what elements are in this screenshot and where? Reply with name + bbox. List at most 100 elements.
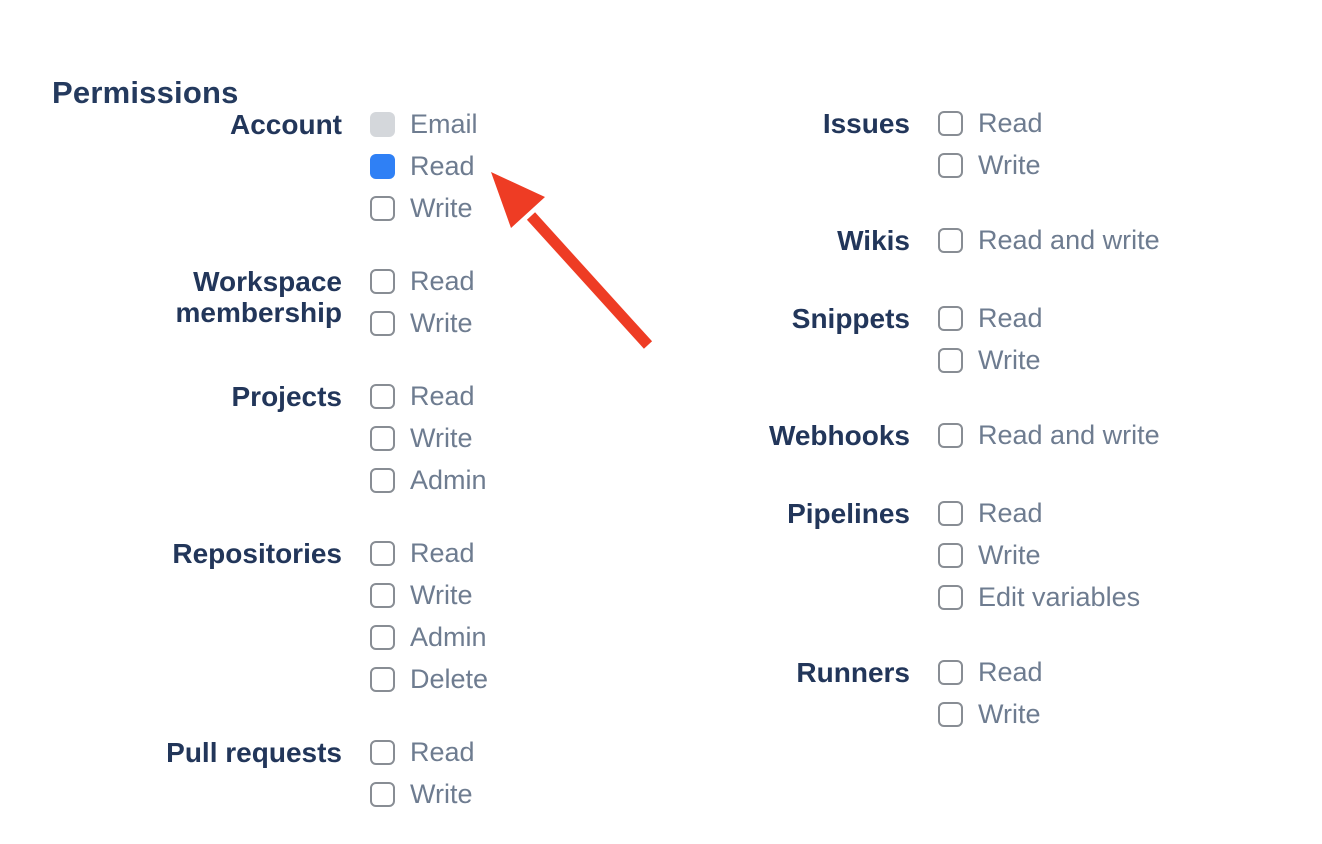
option-label-webhooks-read-and-write[interactable]: Read and write xyxy=(978,420,1160,450)
option-wikis-read-and-write: Read and write xyxy=(938,225,1160,255)
option-workspace-membership-read: Read xyxy=(370,266,475,296)
option-pull-requests-write: Write xyxy=(370,779,475,809)
permission-group-webhooks: Webhooks Read and write xyxy=(620,420,1160,451)
option-runners-write: Write xyxy=(938,699,1043,729)
checkbox-pipelines-read[interactable] xyxy=(938,501,963,526)
checkbox-projects-admin[interactable] xyxy=(370,468,395,493)
option-label-projects-write[interactable]: Write xyxy=(410,423,473,453)
group-label-workspace-membership: Workspace membership xyxy=(175,266,343,328)
option-runners-read: Read xyxy=(938,657,1043,687)
group-label-repositories: Repositories xyxy=(172,538,342,569)
checkbox-workspace-membership-write[interactable] xyxy=(370,311,395,336)
checkbox-pull-requests-read[interactable] xyxy=(370,740,395,765)
option-label-projects-read[interactable]: Read xyxy=(410,381,475,411)
checkbox-snippets-write[interactable] xyxy=(938,348,963,373)
option-webhooks-read-and-write: Read and write xyxy=(938,420,1160,450)
checkbox-pipelines-edit-variables[interactable] xyxy=(938,585,963,610)
option-label-account-read[interactable]: Read xyxy=(410,151,475,181)
checkbox-projects-read[interactable] xyxy=(370,384,395,409)
checkbox-account-write[interactable] xyxy=(370,196,395,221)
option-issues-read: Read xyxy=(938,108,1043,138)
checkmark-icon xyxy=(374,159,391,174)
checkbox-repositories-admin[interactable] xyxy=(370,625,395,650)
group-label-account: Account xyxy=(230,109,342,140)
group-label-snippets: Snippets xyxy=(791,303,910,334)
option-snippets-read: Read xyxy=(938,303,1043,333)
group-options-wikis: Read and write xyxy=(938,225,1160,255)
checkbox-repositories-write[interactable] xyxy=(370,583,395,608)
group-label-runners: Runners xyxy=(796,657,910,688)
option-account-read: Read xyxy=(370,151,478,181)
group-label-issues: Issues xyxy=(822,108,910,139)
option-label-snippets-write[interactable]: Write xyxy=(978,345,1041,375)
checkbox-pull-requests-write[interactable] xyxy=(370,782,395,807)
checkbox-repositories-delete[interactable] xyxy=(370,667,395,692)
option-label-pipelines-read[interactable]: Read xyxy=(978,498,1043,528)
group-label-projects: Projects xyxy=(231,381,343,412)
checkbox-repositories-read[interactable] xyxy=(370,541,395,566)
option-label-pull-requests-write[interactable]: Write xyxy=(410,779,473,809)
checkbox-wikis-read-and-write[interactable] xyxy=(938,228,963,253)
option-projects-admin: Admin xyxy=(370,465,487,495)
option-label-runners-read[interactable]: Read xyxy=(978,657,1043,687)
option-label-pull-requests-read[interactable]: Read xyxy=(410,737,475,767)
checkbox-issues-read[interactable] xyxy=(938,111,963,136)
option-issues-write: Write xyxy=(938,150,1043,180)
option-pipelines-edit-variables: Edit variables xyxy=(938,582,1141,612)
option-label-account-email[interactable]: Email xyxy=(410,109,478,139)
checkbox-projects-write[interactable] xyxy=(370,426,395,451)
checkbox-pipelines-write[interactable] xyxy=(938,543,963,568)
checkbox-account-email xyxy=(370,112,395,137)
option-repositories-admin: Admin xyxy=(370,622,488,652)
checkbox-runners-read[interactable] xyxy=(938,660,963,685)
option-label-pipelines-edit-variables[interactable]: Edit variables xyxy=(978,582,1141,612)
option-label-issues-write[interactable]: Write xyxy=(978,150,1041,180)
checkbox-issues-write[interactable] xyxy=(938,153,963,178)
group-label-webhooks: Webhooks xyxy=(768,420,910,451)
checkbox-account-read[interactable] xyxy=(370,154,395,179)
group-label-pipelines: Pipelines xyxy=(787,498,910,529)
option-label-snippets-read[interactable]: Read xyxy=(978,303,1043,333)
checkbox-runners-write[interactable] xyxy=(938,702,963,727)
option-label-repositories-write[interactable]: Write xyxy=(410,580,473,610)
option-label-runners-write[interactable]: Write xyxy=(978,699,1041,729)
option-label-projects-admin[interactable]: Admin xyxy=(410,465,487,495)
option-label-pipelines-write[interactable]: Write xyxy=(978,540,1041,570)
option-label-workspace-membership-read[interactable]: Read xyxy=(410,266,475,296)
option-label-wikis-read-and-write[interactable]: Read and write xyxy=(978,225,1160,255)
option-repositories-write: Write xyxy=(370,580,488,610)
option-label-repositories-admin[interactable]: Admin xyxy=(410,622,487,652)
option-label-repositories-read[interactable]: Read xyxy=(410,538,475,568)
checkbox-snippets-read[interactable] xyxy=(938,306,963,331)
checkbox-webhooks-read-and-write[interactable] xyxy=(938,423,963,448)
page-title: Permissions xyxy=(52,74,239,110)
option-projects-read: Read xyxy=(370,381,487,411)
option-account-email: Email xyxy=(370,109,478,139)
option-pull-requests-read: Read xyxy=(370,737,475,767)
option-snippets-write: Write xyxy=(938,345,1043,375)
checkbox-workspace-membership-read[interactable] xyxy=(370,269,395,294)
option-workspace-membership-write: Write xyxy=(370,308,475,338)
option-label-repositories-delete[interactable]: Delete xyxy=(410,664,489,694)
option-label-account-write[interactable]: Write xyxy=(410,193,473,223)
option-label-issues-read[interactable]: Read xyxy=(978,108,1043,138)
option-label-workspace-membership-write[interactable]: Write xyxy=(410,308,473,338)
group-options-webhooks: Read and write xyxy=(938,420,1160,450)
